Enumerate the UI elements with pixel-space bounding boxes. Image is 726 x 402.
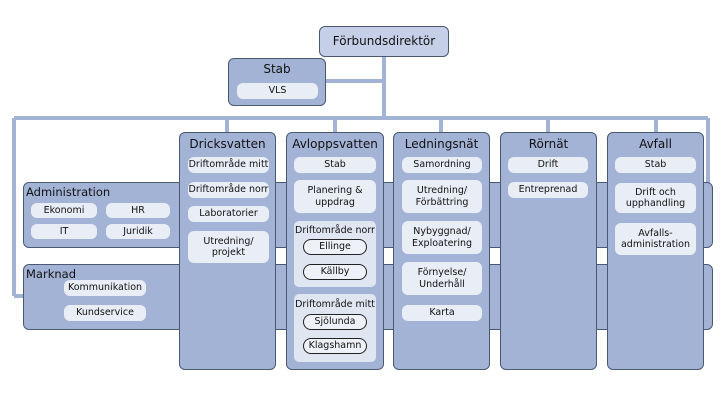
ledningsnat-item-karta: Karta xyxy=(402,305,482,321)
dricksvatten-item-driftomrade-norr: Driftområde norr xyxy=(188,182,269,198)
avloppsvatten-item-stab: Stab xyxy=(294,157,376,173)
avfall-item-drift-upphandling: Drift och upphandling xyxy=(615,183,696,213)
admin-item-hr: HR xyxy=(106,203,170,218)
avloppsvatten-group-mitt-title: Driftområde mitt xyxy=(295,299,375,310)
avloppsvatten-item-ellinge: Ellinge xyxy=(303,239,367,255)
avloppsvatten-item-klagshamn: Klagshamn xyxy=(303,338,367,354)
ledningsnat-item-fornyelse: Förnyelse/ Underhåll xyxy=(402,262,482,295)
dricksvatten-item-utredning-projekt: Utredning/ projekt xyxy=(188,231,269,263)
stab-title: Stab xyxy=(263,62,291,76)
ledningsnat-item-nybyggnad: Nybyggnad/ Exploatering xyxy=(402,221,482,254)
avloppsvatten-title: Avloppsvatten xyxy=(292,137,378,151)
dricksvatten-title: Dricksvatten xyxy=(189,137,266,151)
director-box: Förbundsdirektör xyxy=(319,26,449,57)
dricksvatten-item-driftomrade-mitt: Driftområde mitt xyxy=(188,157,269,173)
ledningsnat-item-utredning: Utredning/ Förbättring xyxy=(402,180,482,213)
avloppsvatten-item-planering: Planering & uppdrag xyxy=(294,180,376,213)
avloppsvatten-item-sjolunda: Sjölunda xyxy=(303,314,367,330)
ledningsnat-title: Ledningsnät xyxy=(404,137,479,151)
admin-item-juridik: Juridik xyxy=(106,224,170,239)
rornat-item-entreprenad: Entreprenad xyxy=(508,182,588,198)
ledningsnat-item-samordning: Samordning xyxy=(402,157,482,173)
dricksvatten-item-laboratorier: Laboratorier xyxy=(188,206,269,222)
avloppsvatten-item-kallby: Källby xyxy=(303,264,367,280)
rornat-item-drift: Drift xyxy=(508,157,588,173)
marknad-item-kommunikation: Kommunikation xyxy=(64,280,146,296)
rornat-title: Rörnät xyxy=(528,137,569,151)
marknad-title: Marknad xyxy=(26,267,76,281)
marknad-item-kundservice: Kundservice xyxy=(64,305,146,321)
avfall-item-stab: Stab xyxy=(615,157,696,173)
avloppsvatten-group-norr-title: Driftområde norr xyxy=(295,225,375,236)
avfall-title: Avfall xyxy=(639,137,672,151)
stab-item-vls: VLS xyxy=(237,83,318,99)
administration-title: Administration xyxy=(26,185,111,199)
admin-item-it: IT xyxy=(31,224,97,239)
admin-item-ekonomi: Ekonomi xyxy=(31,203,97,218)
avfall-item-avfallsadministration: Avfalls- administration xyxy=(615,223,696,255)
